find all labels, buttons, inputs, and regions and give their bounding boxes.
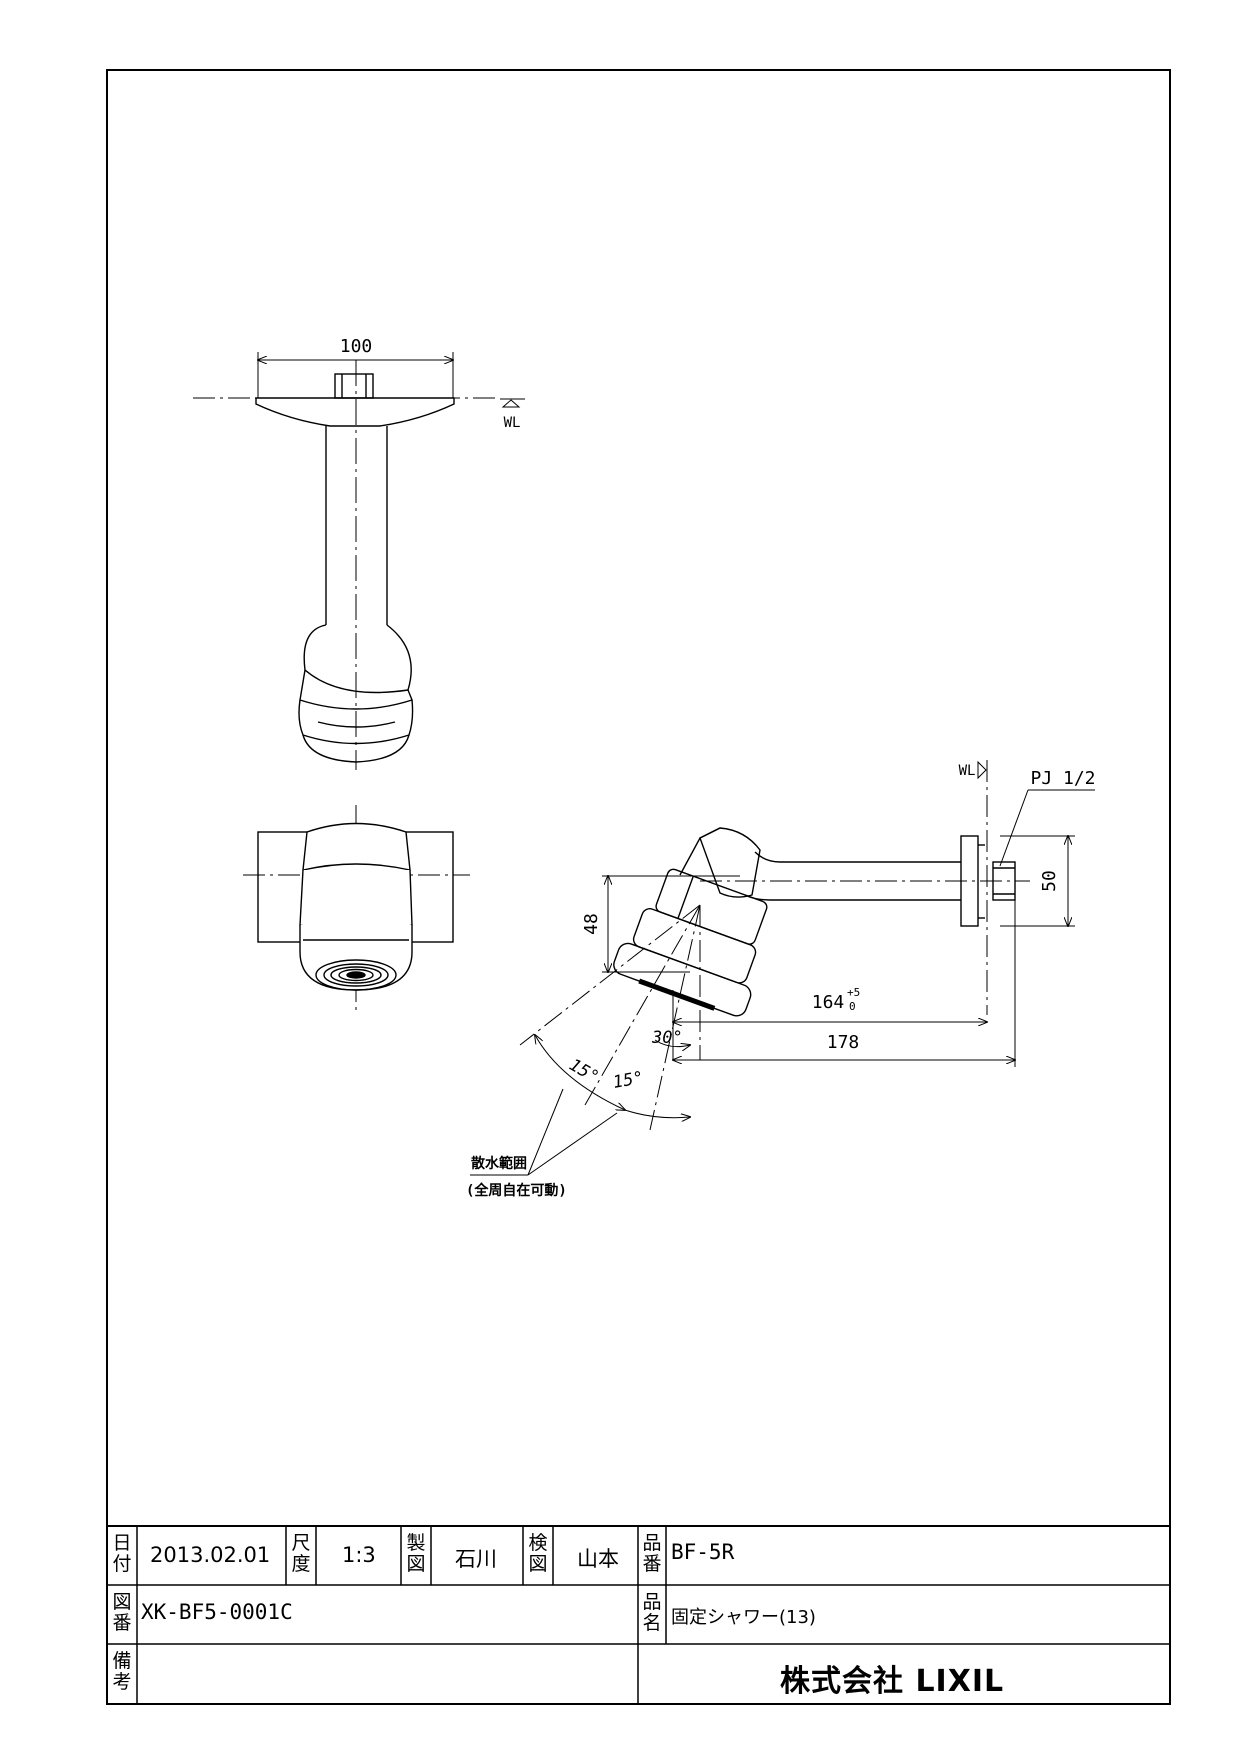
thread-label: PJ 1/2 (1030, 768, 1095, 789)
dim-total: 178 (827, 1032, 860, 1053)
part-name-label: 品名 (642, 1591, 662, 1634)
checked-label: 検図 (528, 1532, 548, 1575)
dim-top-width: 100 (340, 336, 373, 357)
part-no-value: BF-5R (671, 1540, 735, 1564)
side-view (470, 760, 1095, 1176)
wl-label-top: WL (504, 415, 521, 431)
front-view (243, 805, 470, 1010)
scale-label: 尺度 (291, 1532, 311, 1575)
part-name-value: 固定シャワー(13) (671, 1607, 816, 1628)
angle-spray-1: 15° (566, 1055, 603, 1088)
drawing-no-label: 図番 (112, 1591, 132, 1634)
drawing-no-value: XK-BF5-0001C (141, 1600, 293, 1624)
top-view (193, 352, 525, 770)
drawing-frame (106, 69, 1171, 1705)
checked-value: 山本 (577, 1547, 619, 1571)
date-value: 2013.02.01 (150, 1543, 271, 1567)
drawn-label: 製図 (406, 1532, 426, 1575)
wl-label-side: WL (959, 763, 976, 779)
drawn-value: 石川 (455, 1547, 497, 1571)
spray-note-line2: (全周自在可動) (466, 1182, 567, 1199)
dim-reach-tol-upper: +5 (847, 986, 860, 999)
remarks-label: 備考 (112, 1650, 132, 1693)
spray-note-line1: 散水範囲 (471, 1155, 527, 1172)
angle-spray-2: 15° (611, 1068, 645, 1093)
scale-value: 1:3 (342, 1543, 376, 1567)
date-label: 日付 (112, 1532, 132, 1575)
dim-reach: 164 (812, 992, 845, 1013)
angle-tilt: 30° (651, 1028, 683, 1048)
dim-side-height: 50 (1039, 870, 1060, 892)
dim-head-height: 48 (581, 913, 602, 935)
dim-reach-tol-lower: 0 (849, 1000, 856, 1013)
part-no-label: 品番 (642, 1532, 662, 1575)
company-logo: 株式会社 LIXIL (780, 1664, 1005, 1699)
title-block-grid (107, 1525, 1170, 1704)
